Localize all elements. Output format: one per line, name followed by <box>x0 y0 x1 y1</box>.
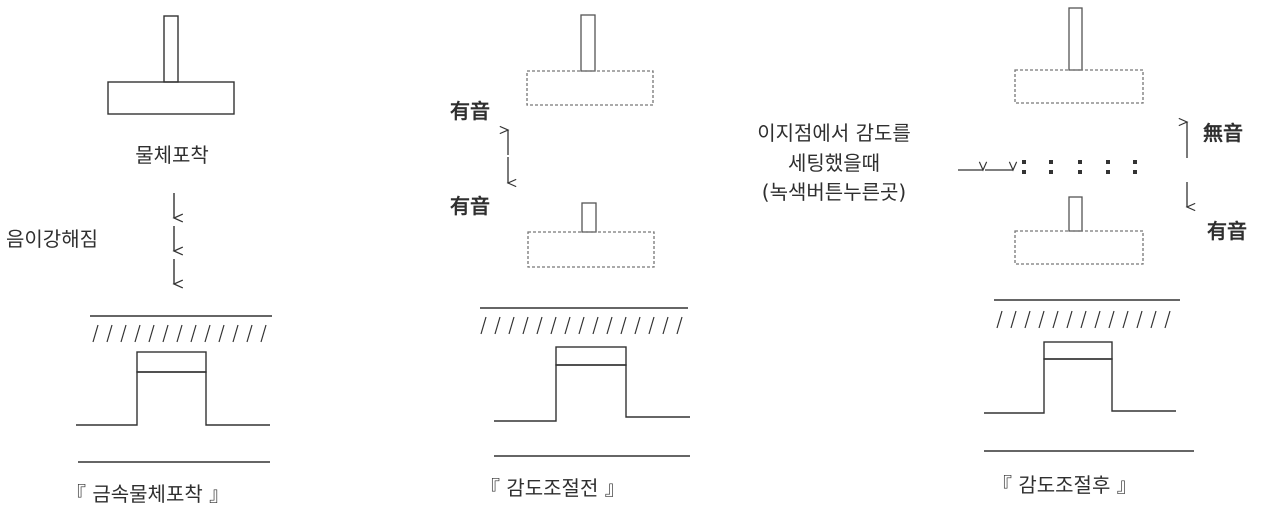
ground-hatching <box>996 310 1171 329</box>
probe-label: 물체포착 <box>135 143 209 167</box>
probe-shaft-lower <box>581 202 597 233</box>
probe-shaft-upper <box>1068 7 1083 71</box>
panel-1-metal-detect <box>76 15 272 463</box>
setting-note-line-2: 세팅했을때 <box>788 151 880 175</box>
panel-2-caption: 『 감도조절전 』 <box>480 476 625 500</box>
panel-3-after-adjust <box>958 7 1196 452</box>
panel-1-caption: 『 금속물체포착 』 <box>66 482 229 506</box>
metal-object <box>136 351 207 373</box>
sound-label: 有音 <box>1207 219 1247 243</box>
panel-2-before-adjust <box>480 14 690 457</box>
signal-pulse <box>494 364 690 422</box>
probe-shaft <box>163 15 179 83</box>
probe-shaft-upper <box>580 14 596 72</box>
panel-3-caption: 『 감도조절후 』 <box>992 473 1137 497</box>
signal-pulse <box>76 371 270 426</box>
threshold-dotted-line <box>1022 160 1137 174</box>
probe-head-upper <box>526 70 654 106</box>
setting-note-line-1: 이지점에서 감도를 <box>757 121 911 145</box>
signal-pulse <box>984 358 1176 414</box>
metal-object <box>555 346 627 366</box>
probe-head-lower <box>1014 230 1144 265</box>
no-sound-label: 無音 <box>1203 121 1243 145</box>
lower-sound-label: 有音 <box>450 194 490 218</box>
ground-hatching <box>92 324 267 343</box>
setting-note-line-3: (녹색버튼누른곳) <box>762 180 906 204</box>
probe-head-upper <box>1014 69 1144 104</box>
sound-stronger-label: 음이강해짐 <box>6 227 98 251</box>
probe-head-lower <box>527 231 655 268</box>
ground-hatching <box>480 316 683 335</box>
probe-head <box>107 81 235 115</box>
probe-shaft-lower <box>1068 196 1083 232</box>
metal-object <box>1043 341 1113 360</box>
upper-sound-label: 有音 <box>450 99 490 123</box>
